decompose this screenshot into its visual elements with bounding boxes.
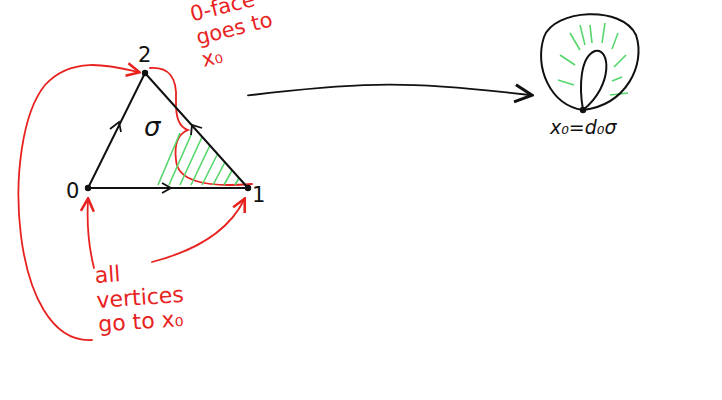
orientation-arrow (110, 122, 121, 132)
hatch-line (158, 133, 180, 185)
orientation-arrow (162, 183, 171, 193)
map-arrow (248, 85, 530, 96)
face-bracket (150, 68, 252, 185)
hatch-line (614, 55, 626, 67)
hatch-line (570, 33, 580, 50)
blob-outline (541, 14, 638, 110)
vertex-arrow (88, 200, 94, 268)
vertex-dot (85, 185, 91, 191)
triangle-outline (88, 73, 248, 188)
vertex-dot (142, 70, 148, 76)
vertex-label: 1 (252, 184, 282, 208)
node-text: x₀=d₀σ (550, 117, 617, 138)
basepoint-dot (580, 107, 586, 113)
hatch-line (180, 137, 202, 185)
vertex-label: 0 (66, 180, 96, 204)
annotation-note: 0-face goes to x₀ (188, 0, 285, 72)
hatch-line (169, 135, 191, 185)
vertex-label: 2 (138, 44, 168, 68)
hatch-line (612, 33, 618, 49)
loop-blob: x₀=d₀σ (530, 5, 650, 155)
annotation-note: all vertices go to x₀ (94, 257, 195, 337)
vertex-arrow (152, 200, 244, 262)
simplex-triangle: σ (88, 73, 248, 191)
orientation-arrow (191, 125, 202, 135)
node-outline (88, 73, 248, 191)
hatch-line (213, 143, 235, 185)
node-text: σ (144, 113, 160, 142)
hatch-line (558, 80, 574, 85)
vertex-dot (245, 185, 251, 191)
inner-loop (581, 51, 606, 110)
hatch-line (612, 77, 622, 81)
hatch-line (246, 149, 268, 185)
hatch-line (602, 23, 605, 43)
hatch-line (590, 25, 592, 43)
hatch-line (235, 147, 257, 185)
hatch-line (560, 55, 575, 65)
hatch-line (580, 25, 585, 45)
